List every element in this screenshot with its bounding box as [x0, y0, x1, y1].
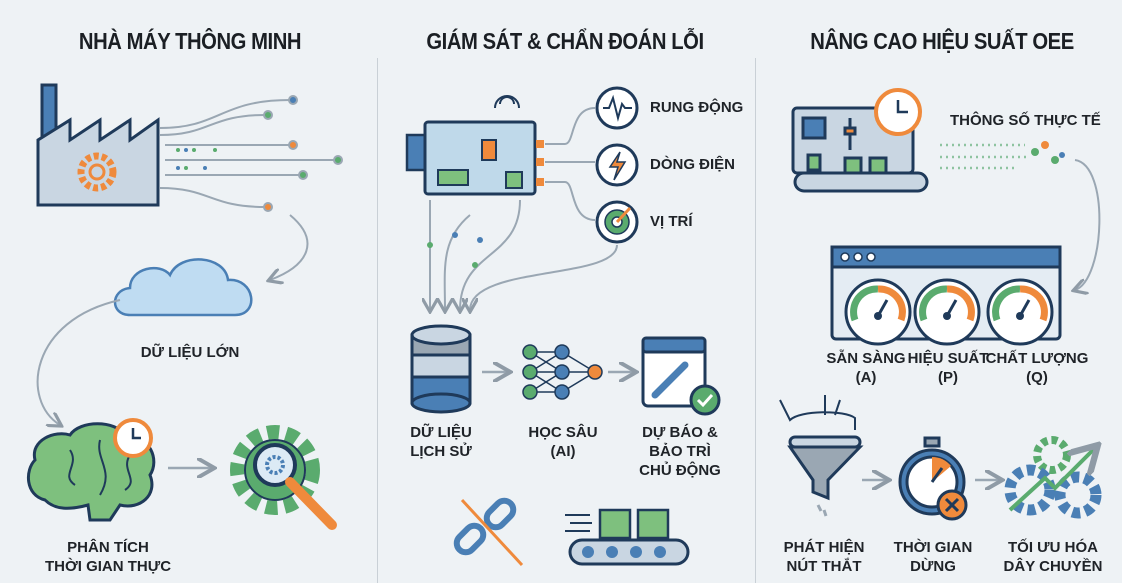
sensor-label-position: VỊ TRÍ: [650, 213, 693, 230]
gauge-icon: [844, 278, 912, 346]
sensor-label-current: DÒNG ĐIỆN: [650, 156, 736, 173]
circuit-board-icon: [405, 95, 596, 221]
sensor-label-vibration: RUNG ĐỘNG: [650, 99, 744, 116]
label-line: PHÂN TÍCH: [67, 539, 149, 556]
neural-network-icon: [522, 344, 603, 400]
data-dots: [176, 148, 217, 170]
label-line: HỌC SÂU: [528, 424, 598, 441]
funnel-icon: [787, 435, 864, 517]
label-line: DỮ LIỆU: [410, 424, 472, 441]
title-oee: NÂNG CAO HIỆU SUẤT OEE: [810, 28, 1074, 54]
label-line: HIỆU SUẤT: [907, 350, 989, 367]
label-line: NÚT THẮT: [786, 558, 862, 575]
database-icon: [410, 324, 472, 414]
label-deep-learning: HỌC SÂU (AI): [528, 423, 597, 461]
machine-clock-icon: [791, 88, 929, 193]
data-stream-lines: [159, 95, 343, 280]
label-big-data: DỮ LIỆU LỚN: [140, 344, 240, 361]
label-line: THỜI GIAN: [893, 539, 973, 556]
label-line: (Q): [1026, 369, 1048, 386]
label-line: (P): [938, 369, 958, 386]
gears-growth-icon: [1004, 436, 1096, 519]
label-line: LỊCH SỬ: [410, 443, 472, 460]
data-flow-arrows: [427, 199, 618, 310]
label-line: THỜI GIAN THỰC: [44, 558, 172, 575]
label-downtime: THỜI GIAN DỪNG: [894, 538, 973, 576]
stopwatch-x-icon: [898, 436, 968, 521]
label-realtime-params: THÔNG SỐ THỰC TẾ: [950, 112, 1101, 129]
gauge-label-quality: CHẤT LƯỢNG (Q): [986, 349, 1089, 387]
gauges: [844, 278, 1054, 346]
label-realtime-analysis: PHÂN TÍCH THỜI GIAN THỰC: [45, 538, 171, 576]
label-line: TỐI ƯU HÓA: [1008, 539, 1098, 556]
cloud-icon: [113, 258, 253, 317]
label-bottleneck: PHÁT HIỆN NÚT THẮT: [784, 538, 865, 576]
label-line: CHỦ ĐỘNG: [639, 462, 721, 479]
gauge-icon: [986, 278, 1054, 346]
broken-chain-icon: [453, 497, 524, 567]
label-line-optimization: TỐI ƯU HÓA DÂY CHUYỀN: [1004, 538, 1103, 576]
label-line: DỰ BÁO &: [642, 424, 718, 441]
divider: [755, 58, 756, 583]
gauge-label-availability: SẴN SÀNG (A): [826, 349, 905, 387]
title-smart-factory: NHÀ MÁY THÔNG MINH: [78, 28, 302, 54]
label-line: BẢO TRÌ: [649, 443, 711, 460]
label-line: (A): [855, 369, 877, 386]
label-historical-data: DỮ LIỆU LỊCH SỬ: [410, 423, 472, 461]
calendar-wrench-icon: [641, 336, 721, 416]
gauge-label-performance: HIỆU SUẤT (P): [908, 349, 989, 387]
label-predictive-maintenance: DỰ BÁO & BẢO TRÌ CHỦ ĐỘNG: [639, 423, 721, 480]
brain-clock-icon: [26, 418, 156, 522]
label-line: (AI): [550, 443, 576, 460]
conveyor-icon: [565, 508, 690, 566]
label-line: CHẤT LƯỢNG: [985, 350, 1089, 367]
label-line: DỪNG: [910, 558, 956, 575]
factory-icon: [36, 83, 160, 207]
label-line: DÂY CHUYỀN: [1003, 558, 1103, 575]
gear-magnifier-icon: [230, 425, 337, 530]
divider: [377, 58, 378, 583]
label-line: SẴN SÀNG: [826, 350, 906, 367]
sensor-icons: [595, 86, 639, 244]
gauge-icon: [913, 278, 981, 346]
label-line: PHÁT HIỆN: [783, 539, 865, 556]
data-stream-lines: [940, 141, 1101, 290]
title-monitoring: GIÁM SÁT & CHẨN ĐOÁN LỖI: [426, 28, 704, 54]
